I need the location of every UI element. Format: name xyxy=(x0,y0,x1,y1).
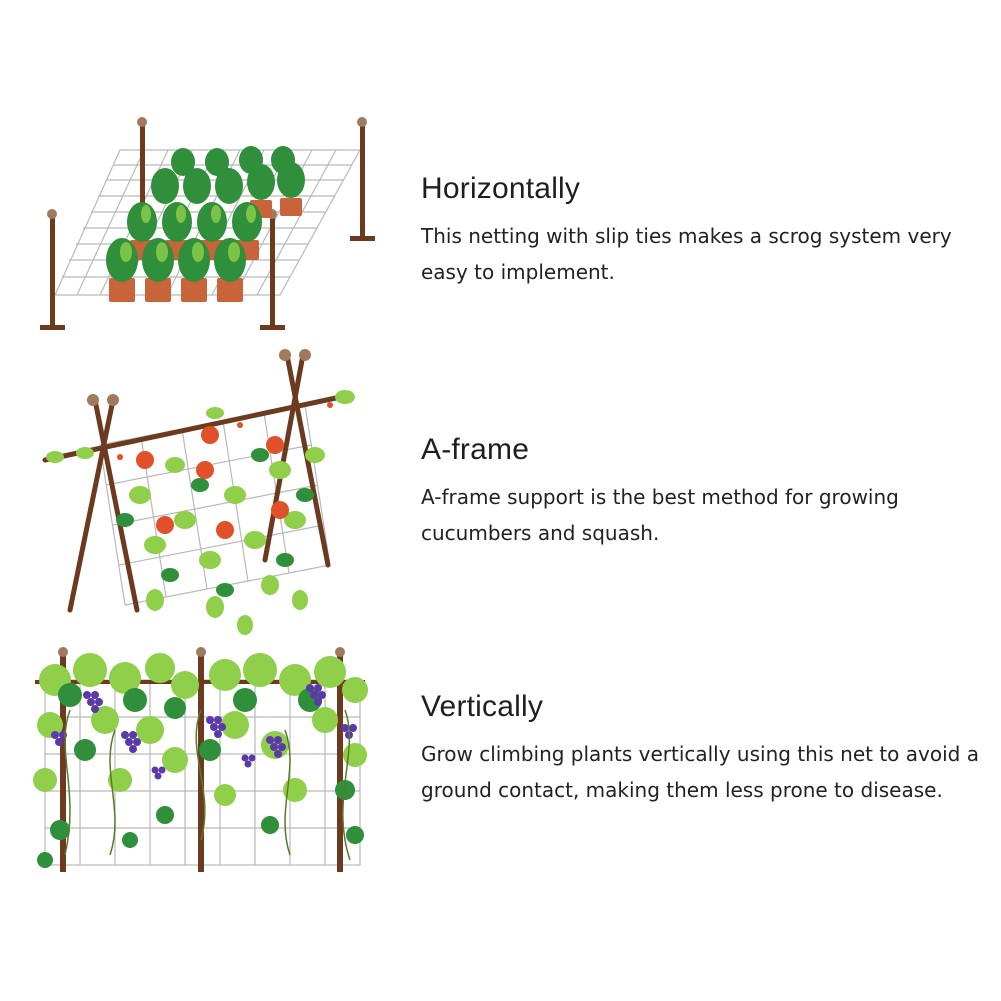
section-horizontal: Horizontally This netting with slip ties… xyxy=(0,110,1001,340)
section-vertical: Vertically Grow climbing plants vertical… xyxy=(0,640,1001,880)
vertical-trellis-illustration xyxy=(33,647,368,872)
description-a-frame: A-frame support is the best method for g… xyxy=(421,485,899,545)
heading-vertically: Vertically xyxy=(421,690,544,723)
description-vertically: Grow climbing plants vertically using th… xyxy=(421,742,979,802)
section-a-frame: A-frame A-frame support is the best meth… xyxy=(0,345,1001,635)
a-frame-poles xyxy=(42,352,353,613)
cucumber-vines xyxy=(46,390,355,635)
heading-a-frame: A-frame xyxy=(421,433,530,466)
vertical-poles xyxy=(35,647,365,872)
horizontal-text: Horizontally This netting with slip ties… xyxy=(421,172,981,290)
a-frame-text: A-frame A-frame support is the best meth… xyxy=(421,433,981,551)
potted-plants xyxy=(106,146,305,302)
description-horizontally: This netting with slip ties makes a scro… xyxy=(421,224,952,284)
vertical-text: Vertically Grow climbing plants vertical… xyxy=(421,690,981,808)
a-frame-trellis-illustration xyxy=(42,349,355,635)
grape-vines xyxy=(33,653,368,868)
heading-horizontally: Horizontally xyxy=(421,172,581,205)
horizontal-trellis-illustration xyxy=(40,117,375,330)
